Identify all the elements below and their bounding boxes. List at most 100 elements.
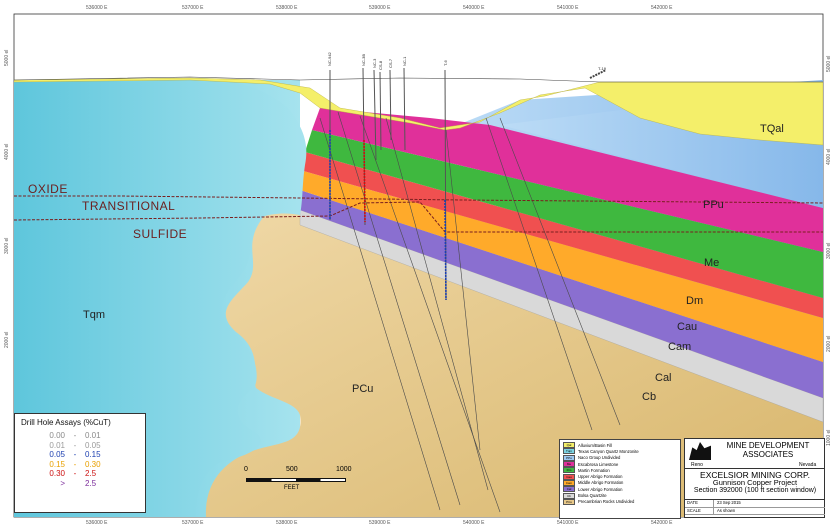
elevation-tick-label: 3000 el: [4, 238, 10, 254]
easting-tick-label: 537000 E: [182, 520, 204, 526]
scale-units: FEET: [284, 485, 300, 491]
fault-line: [499, 117, 621, 426]
elevation-tick-label: 5000 el: [826, 56, 832, 72]
zone-label-oxide: OXIDE: [28, 182, 68, 196]
assay-low: 0.15: [49, 459, 65, 469]
drill-hole-label: NC-3B: [361, 54, 366, 66]
assay-legend-row: >2.5: [21, 479, 139, 489]
drill-hole-trace[interactable]: [379, 71, 382, 151]
easting-ticks-top: 536000 E 537000 E 538000 E 539000 E 5400…: [86, 5, 673, 11]
assay-low: 0.01: [49, 440, 65, 450]
easting-tick-label: 542000 E: [651, 5, 673, 11]
elevation-tick-label: 2000 el: [826, 336, 832, 352]
assay-high: 0.01: [85, 431, 101, 440]
drill-hole-assay: [363, 139, 366, 223]
unit-label-ppu: PPu: [703, 199, 724, 211]
elevation-tick-label: 3000 el: [826, 243, 832, 259]
unit-label-cam: Cam: [668, 341, 691, 353]
office-state: Nevada: [799, 462, 817, 468]
assay-legend-row: 0.15-0.30: [21, 460, 139, 470]
unit-cau-band: [300, 152, 823, 318]
elevation-tick-label: 4000 el: [4, 144, 10, 160]
unit-legend-label: Upper Abrigo Formation: [578, 474, 623, 480]
zone-label-transitional: TRANSITIONAL: [82, 199, 175, 213]
assay-low: 0.05: [49, 450, 65, 459]
easting-tick-label: 541000 E: [557, 5, 579, 11]
easting-tick-label: 542000 E: [651, 520, 673, 526]
assay-legend-row: 0.30-2.5: [21, 469, 139, 479]
unit-legend-label: Alluvium/Basin Fill: [578, 442, 612, 448]
drill-hole-labels: NC-942 NC-3B NC-3 CS-8 CS-7 NC-1 T-6 T-1…: [327, 51, 607, 71]
drill-hole-trace[interactable]: [389, 69, 392, 141]
assay-high: 0.15: [85, 450, 101, 459]
unit-cal-band: [300, 190, 823, 398]
organization-name: MINE DEVELOPMENT ASSOCIATES: [726, 441, 810, 459]
unit-swatch: Tqm: [563, 448, 575, 455]
drill-hole-label: T-6: [443, 59, 448, 66]
drill-hole-label: CS-7: [388, 58, 393, 68]
drill-hole-label: NC-942: [327, 51, 332, 66]
unit-legend-label: Precambrian Rocks Undivided: [578, 499, 635, 505]
assay-sep: -: [73, 431, 77, 440]
unit-tqal-layer: [14, 77, 823, 146]
unit-label-dm: Dm: [686, 295, 703, 307]
scale-bar-labels: 0 500 1000: [240, 466, 360, 476]
assay-high: 2.5: [85, 469, 97, 478]
unit-legend-label: Texas Canyon Quartz Monzonite: [578, 448, 639, 454]
scale-zero: 0: [244, 466, 248, 473]
drill-hole-trace[interactable]: [373, 69, 377, 161]
fault-line: [445, 129, 481, 451]
unit-swatch: Cam: [563, 479, 575, 486]
unit-dm-band: [305, 130, 823, 298]
assay-sep: -: [73, 450, 77, 459]
unit-label-cb: Cb: [642, 391, 656, 403]
scale-value: As shown: [717, 507, 736, 513]
date-label: DATE: [685, 500, 714, 507]
unit-label-cau: Cau: [677, 321, 697, 333]
assay-low: 0.00: [49, 431, 65, 440]
unit-legend-label: Martin Formation: [578, 467, 610, 473]
assay-legend-row: 0.05-0.15: [21, 450, 139, 460]
zone-label-sulfide: SULFIDE: [133, 227, 187, 241]
elevation-tick-label: 4000 el: [826, 149, 832, 165]
assay-legend-row: 0.01-0.05: [21, 441, 139, 451]
elevation-tick-label: 1000 el: [826, 430, 832, 446]
assay-low: >: [60, 478, 65, 488]
ground-surface-line: [14, 76, 823, 83]
unit-swatch: Cal: [563, 486, 575, 493]
unit-swatch: Cau: [563, 473, 575, 480]
fault-line: [337, 111, 461, 506]
company-logo-icon: [689, 442, 711, 460]
drill-hole-label: CS-8: [378, 60, 383, 70]
office-city: Reno: [691, 462, 703, 468]
elevation-tick-label: 5000 el: [4, 50, 10, 66]
easting-tick-label: 540000 E: [463, 5, 485, 11]
section-name: Section 392000 (100 ft section window): [693, 487, 817, 494]
drill-holes: [329, 67, 607, 301]
unit-label-tqal: TQal: [760, 123, 784, 135]
assay-sep: -: [73, 469, 77, 478]
easting-tick-label: 539000 E: [369, 520, 391, 526]
easting-tick-label: 539000 E: [369, 5, 391, 11]
assay-legend: Drill Hole Assays (%CuT) 0.00-0.01 0.01-…: [14, 413, 146, 513]
unit-me-band: [312, 108, 823, 252]
drill-hole-trace[interactable]: [403, 67, 406, 151]
assay-high: 2.5: [85, 478, 97, 488]
scale-mid: 500: [286, 466, 298, 473]
unit-legend-label: Escabrosa Limestone: [578, 461, 619, 467]
assay-legend-row: 0.00-0.01: [21, 431, 139, 441]
unit-swatch: Dm: [563, 467, 575, 474]
easting-tick-label: 538000 E: [276, 520, 298, 526]
scale-bar: 0 500 1000 FEET: [240, 466, 360, 496]
easting-tick-label: 537000 E: [182, 5, 204, 11]
unit-swatch: Cb: [563, 492, 575, 499]
